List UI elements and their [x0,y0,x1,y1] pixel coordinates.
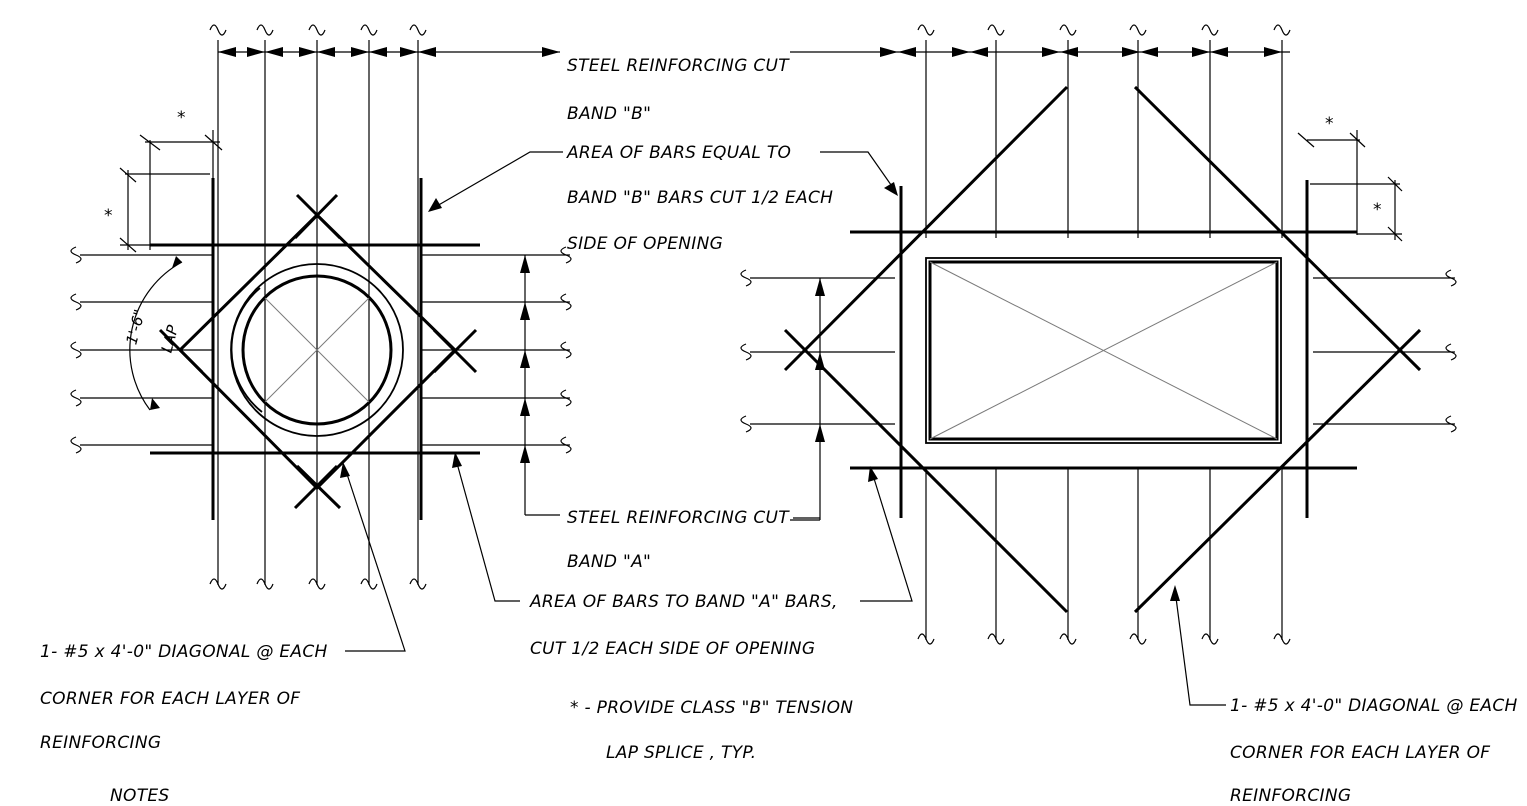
break-mark [360,24,378,36]
break-mark [1201,633,1219,645]
label-diagonal-left-2: CORNER FOR EACH LAYER OF [40,689,301,709]
break-mark [70,389,82,407]
arrowhead [542,47,560,57]
break-mark [256,578,274,590]
break-mark [256,24,274,36]
arrowhead [1060,47,1078,57]
break-mark [560,293,572,311]
star-right-top: * [1325,114,1334,134]
right-opening [928,260,1279,441]
right-detail [740,24,1457,645]
label-diagonal-right-3: REINFORCING [1230,786,1352,806]
break-mark [209,24,227,36]
break-mark [209,578,227,590]
break-mark [987,633,1005,645]
label-diagonal-right-1: 1- #5 x 4'-0" DIAGONAL @ EACH [1230,696,1518,716]
arrowhead [520,398,530,416]
break-mark [560,389,572,407]
break-mark [1201,24,1219,36]
right-horizontal-bars [740,269,1457,433]
label-area-a-2: CUT 1/2 EACH SIDE OF OPENING [530,639,816,659]
star-left-side: * [104,206,113,226]
arrowhead [400,47,418,57]
break-mark [560,246,572,264]
break-mark [1059,24,1077,36]
break-mark [360,578,378,590]
star-right-side: * [1373,200,1382,220]
label-area-equal-2: BAND "B" BARS CUT 1/2 EACH [567,188,834,208]
label-steel-reinforcing-cut-a: STEEL REINFORCING CUT [567,508,789,528]
arrowhead [299,47,317,57]
arrowhead [1042,47,1060,57]
break-mark [70,341,82,359]
break-mark [740,269,752,287]
arrowhead [1264,47,1282,57]
break-mark [1445,415,1457,433]
label-area-equal-1: AREA OF BARS EQUAL TO [567,143,792,163]
arrowhead [520,350,530,368]
arrowhead [317,47,335,57]
left-inner-ring-arc [230,287,263,413]
label-diagonal-right-2: CORNER FOR EACH LAYER OF [1230,743,1491,763]
arrowhead [369,47,387,57]
label-area-equal-3: SIDE OF OPENING [567,234,724,254]
break-mark [1129,633,1147,645]
label-diagonal-left-3: REINFORCING [40,733,162,753]
arrowhead [351,47,369,57]
arrowhead [1210,47,1228,57]
break-mark [1273,24,1291,36]
arrowhead [418,47,436,57]
band-b-dimension [218,47,1290,57]
arrowhead [1140,47,1158,57]
arrowhead [520,255,530,273]
break-mark [409,24,427,36]
label-diagonal-left-1: 1- #5 x 4'-0" DIAGONAL @ EACH [40,642,328,662]
label-band-a: BAND "A" [567,552,652,572]
arrowhead [898,47,916,57]
arrowhead [520,445,530,463]
arrowhead [265,47,283,57]
arrowhead [952,47,970,57]
arrowhead [247,47,265,57]
arrowhead [880,47,898,57]
break-mark [1129,24,1147,36]
arrowhead [1192,47,1210,57]
arrowhead [218,47,236,57]
break-mark [70,246,82,264]
break-mark [560,341,572,359]
break-mark [917,633,935,645]
break-mark [1059,633,1077,645]
break-mark [1273,633,1291,645]
label-lap-note-2: LAP SPLICE , TYP. [606,743,757,763]
arrowhead [520,302,530,320]
leaders [340,151,1226,706]
left-opening [241,274,393,426]
break-mark [409,578,427,590]
label-lap-note-1: * - PROVIDE CLASS "B" TENSION [570,698,854,718]
label-steel-reinforcing-cut-b: STEEL REINFORCING CUT [567,56,789,76]
label-band-b: BAND "B" [567,104,652,124]
break-mark [70,293,82,311]
break-mark [740,415,752,433]
arrowhead [970,47,988,57]
left-detail [70,24,572,590]
break-mark [1445,269,1457,287]
break-mark [308,24,326,36]
lap-dimension-arc [129,261,183,411]
break-mark [560,436,572,454]
break-mark [308,578,326,590]
label-area-a-1: AREA OF BARS TO BAND "A" BARS, [530,592,838,612]
star-left-top: * [177,108,186,128]
left-horizontal-bars [70,246,572,454]
break-mark [70,436,82,454]
label-notes: NOTES [110,786,170,806]
break-mark [987,24,1005,36]
break-mark [740,343,752,361]
break-mark [917,24,935,36]
break-mark [1445,343,1457,361]
arrowhead [1122,47,1140,57]
right-vertical-bars [917,24,1291,645]
